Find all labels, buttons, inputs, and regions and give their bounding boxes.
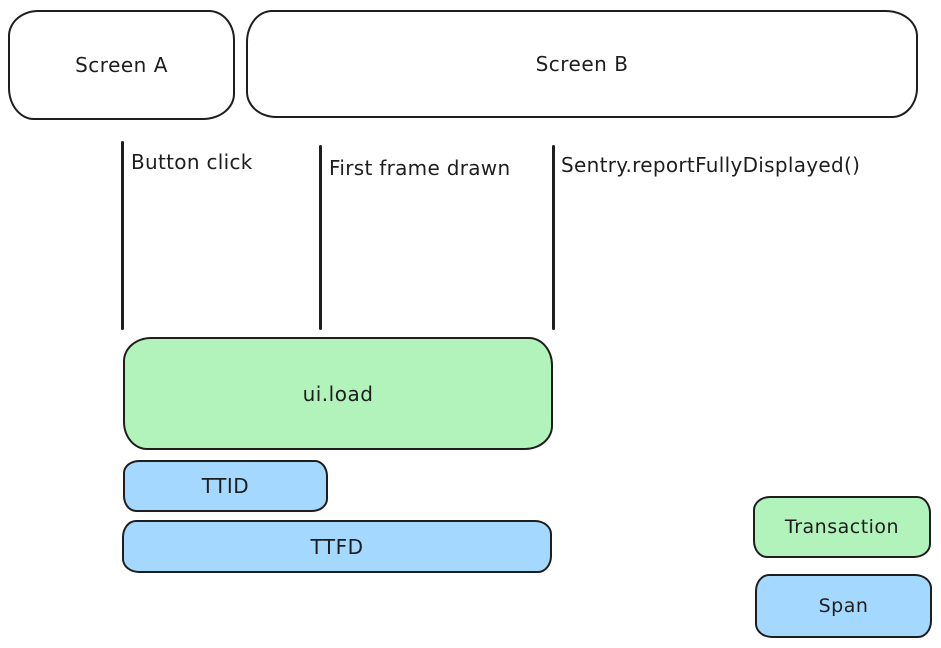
- ui-load-label: ui.load: [302, 381, 374, 406]
- legend-transaction-box: Transaction: [753, 496, 931, 558]
- report-fully-displayed-label: Sentry.reportFullyDisplayed(): [561, 153, 861, 177]
- ttfd-span-bar: TTFD: [122, 520, 552, 573]
- ui-load-transaction-bar: ui.load: [123, 337, 553, 450]
- legend-span-box: Span: [755, 574, 932, 638]
- button-click-marker-line: [121, 141, 124, 330]
- screen-a-label: Screen A: [75, 53, 168, 77]
- button-click-label: Button click: [131, 150, 253, 174]
- legend-transaction-label: Transaction: [784, 516, 900, 538]
- screen-b-label: Screen B: [535, 52, 629, 76]
- legend-span-label: Span: [818, 595, 869, 617]
- first-frame-drawn-label: First frame drawn: [329, 156, 511, 180]
- ttfd-label: TTFD: [310, 534, 364, 559]
- ttid-span-bar: TTID: [123, 460, 328, 512]
- screen-a-box: Screen A: [8, 10, 235, 120]
- report-fully-displayed-marker-line: [552, 145, 555, 330]
- ttid-label: TTID: [201, 474, 250, 498]
- screen-b-box: Screen B: [246, 10, 918, 118]
- first-frame-drawn-marker-line: [319, 145, 322, 330]
